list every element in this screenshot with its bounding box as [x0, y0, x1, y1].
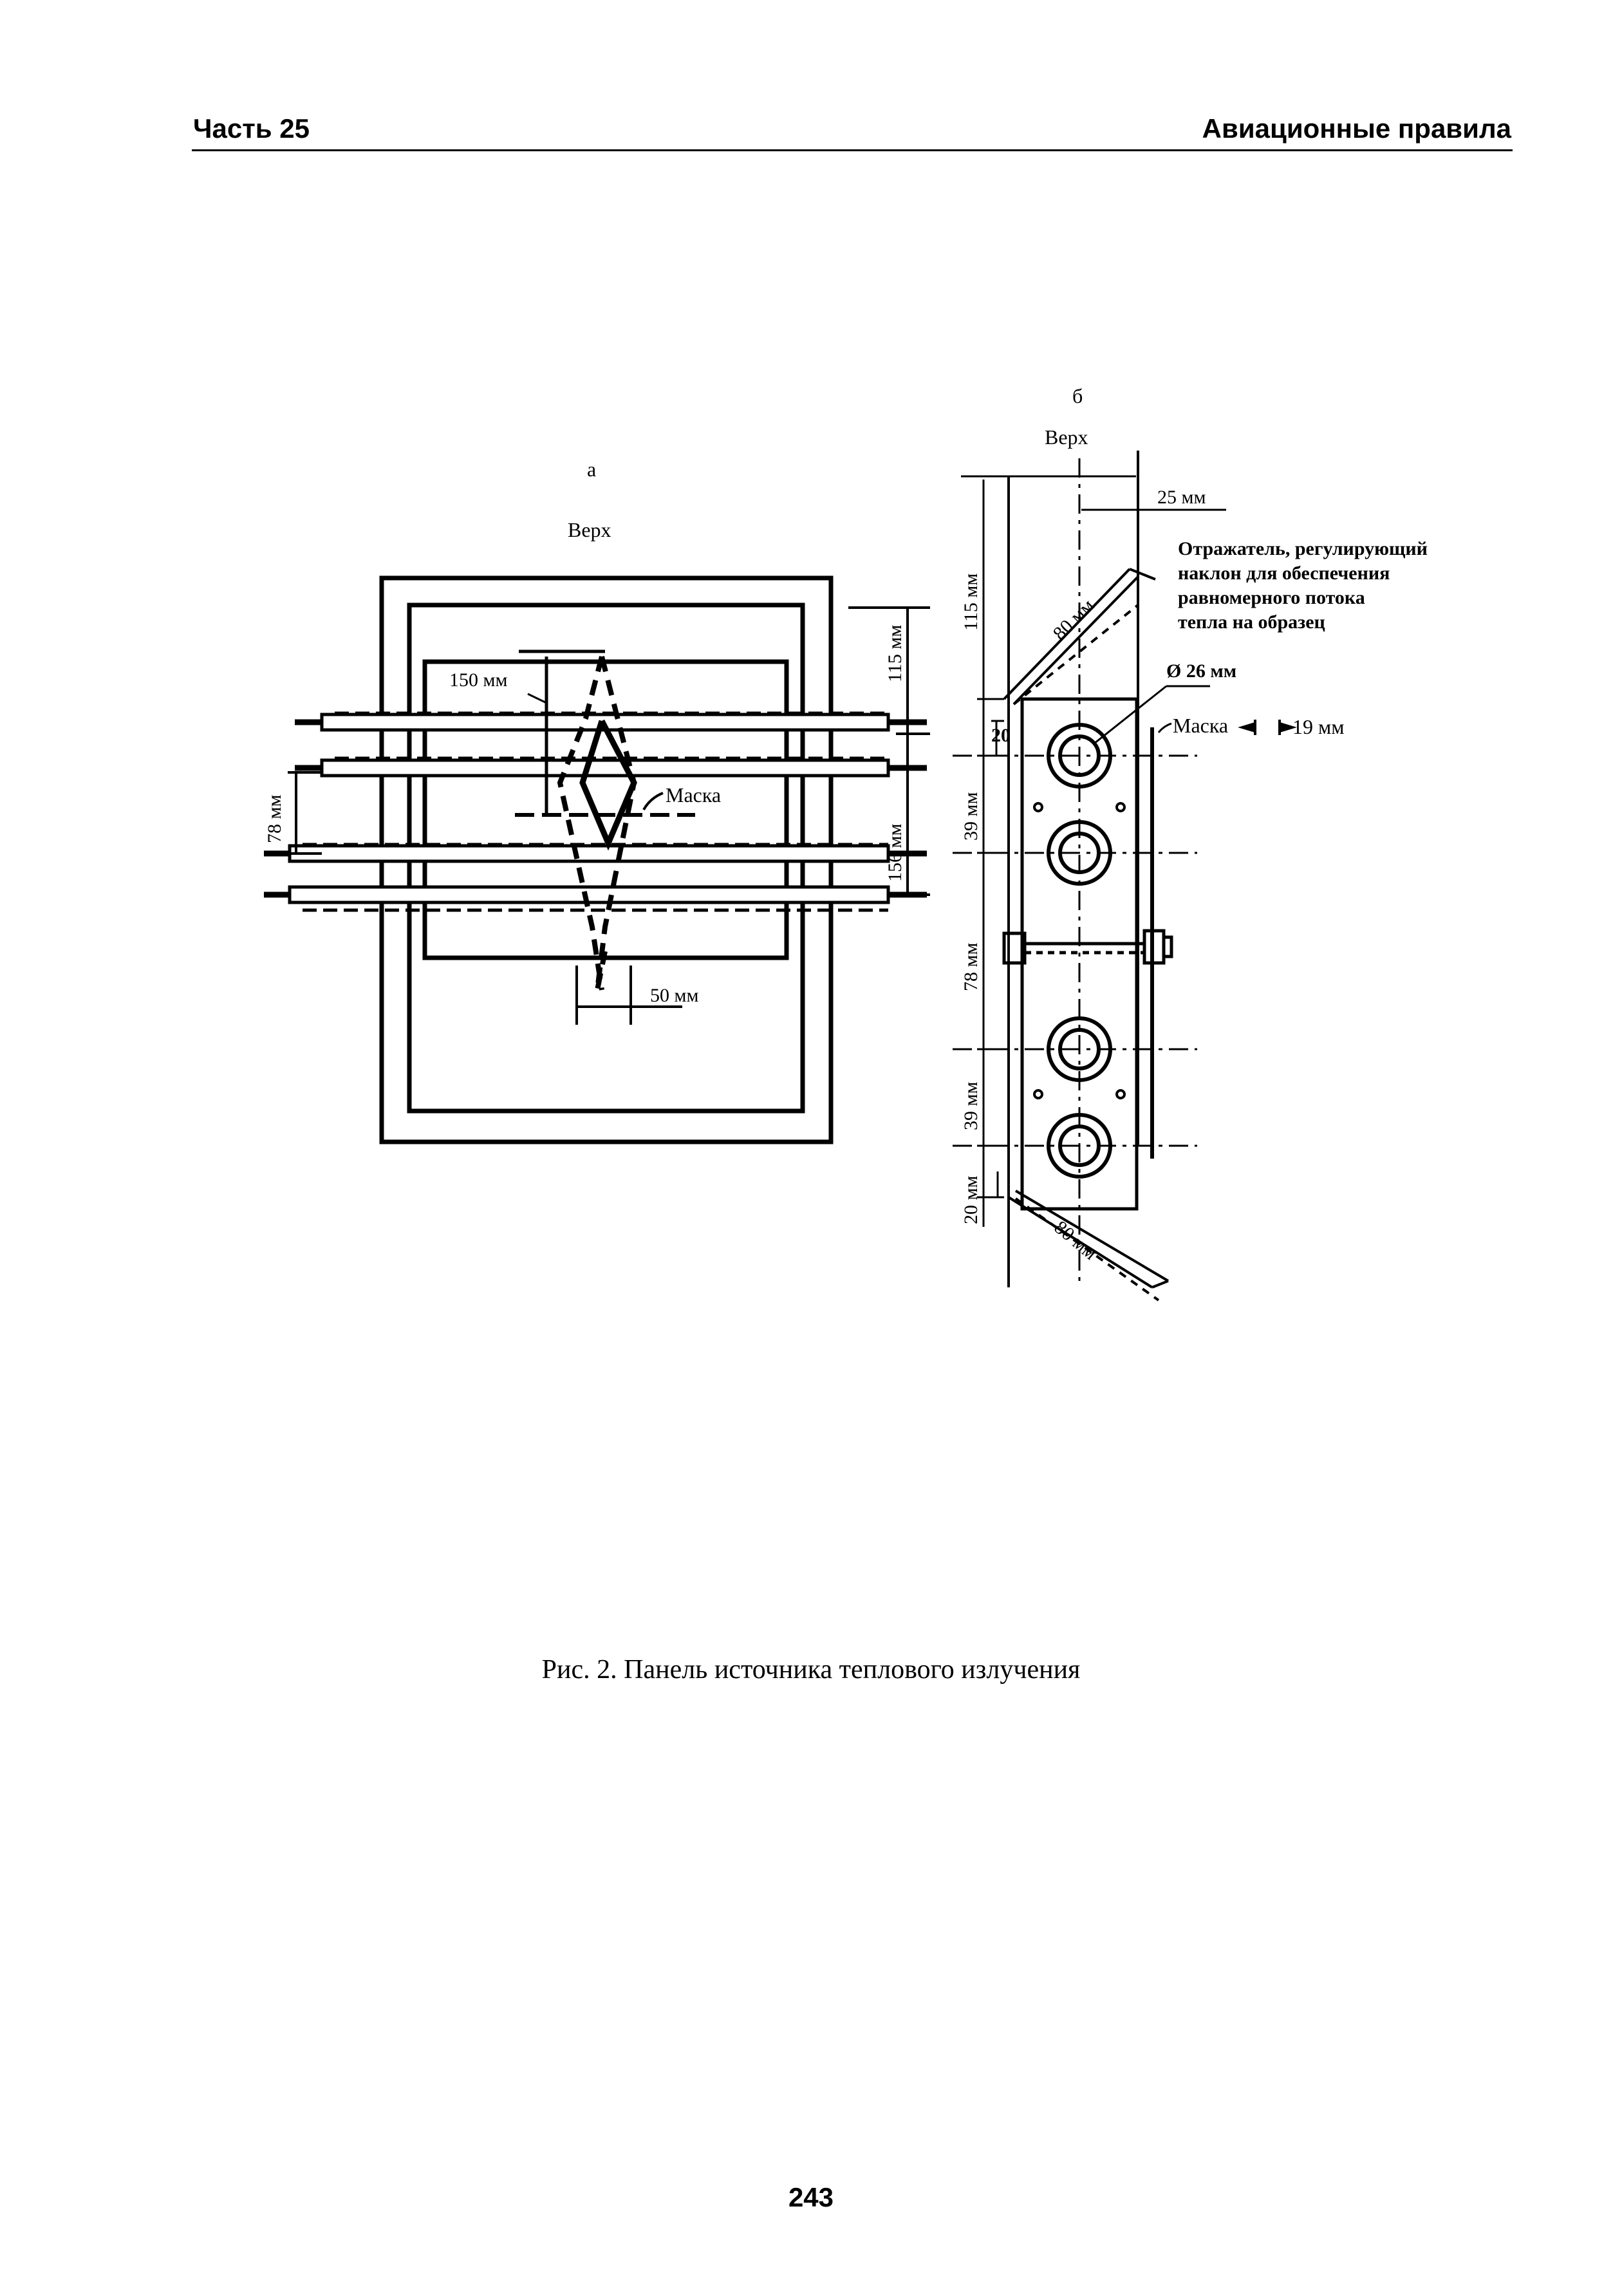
view-b-dim-80-top: 80 мм	[1049, 595, 1099, 644]
view-b-top-label: Верх	[1045, 425, 1088, 449]
mask-shape	[557, 655, 637, 991]
view-a-dim-115: 115 мм	[884, 625, 906, 682]
view-b-dim-39-bottom: 39 мм	[960, 1082, 982, 1130]
view-b-dim-39-top: 39 мм	[960, 792, 982, 841]
view-b-mask-label: Маска	[1173, 714, 1228, 737]
view-b-dim-78: 78 мм	[960, 943, 982, 991]
view-a-dim-156: 156 мм	[884, 824, 906, 882]
view-b	[953, 451, 1297, 1302]
view-b-dim-20-bottom: 20 мм	[960, 1176, 982, 1224]
view-a-letter: а	[587, 458, 596, 481]
mounting-bolt	[1002, 929, 1173, 965]
reflector-bottom	[1007, 1190, 1170, 1302]
view-a-dim-78: 78 мм	[264, 795, 285, 843]
figure-caption: Рис. 2. Панель источника теплового излуч…	[541, 1655, 1081, 1685]
view-a	[264, 575, 930, 1144]
view-b-dim-80-bottom: 80 мм	[1050, 1217, 1101, 1264]
view-b-dim-19: 19 мм	[1292, 715, 1345, 738]
reflector-top	[1003, 568, 1156, 705]
view-a-dim-50: 50 мм	[650, 985, 698, 1006]
running-header-part: Часть 25	[193, 113, 310, 144]
reflector-label-line-2: наклон для обеспечения	[1178, 563, 1390, 584]
view-b-dim-20-top: 20	[991, 725, 1011, 746]
diameter-label: Ø 26 мм	[1166, 660, 1236, 682]
view-a-top-label: Верх	[568, 518, 611, 541]
heater-block	[422, 659, 789, 960]
view-a-mask-label: Маска	[666, 783, 721, 807]
running-header-title: Авиационные правила	[1202, 113, 1511, 144]
reflector-label-line-4: тепла на образец	[1178, 611, 1325, 633]
reflector-label-line-1: Отражатель, регулирующий	[1178, 538, 1428, 559]
heater-rings	[1047, 723, 1112, 1179]
view-b-dim-115: 115 мм	[960, 574, 982, 631]
view-a-dim-150: 150 мм	[449, 669, 507, 691]
view-b-dim-25: 25 мм	[1157, 487, 1206, 508]
panel-body	[1020, 697, 1139, 1211]
reflector-label-line-3: равномерного потока	[1178, 587, 1365, 608]
page-number: 243	[788, 2182, 834, 2212]
header-rule	[192, 149, 1513, 151]
view-b-letter: б	[1072, 384, 1083, 407]
